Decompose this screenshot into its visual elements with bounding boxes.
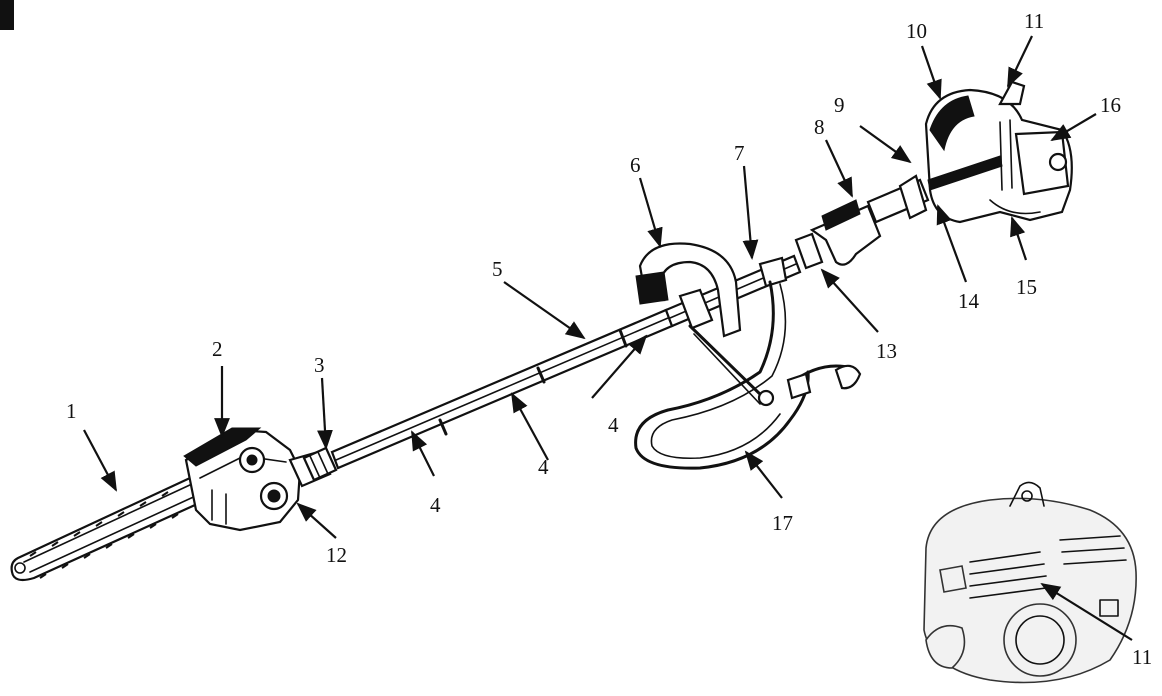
- callout-10: 10: [906, 19, 927, 43]
- cooling-fins: [969, 535, 1127, 599]
- arrow-4d: [591, 334, 648, 399]
- callout-4: 4: [538, 455, 549, 479]
- leader-arrows: [83, 35, 1133, 641]
- arrow-11: [1007, 35, 1033, 88]
- callout-13: 13: [876, 339, 897, 363]
- callout-11-inset: 11: [1132, 645, 1152, 669]
- arrow-10: [920, 45, 942, 100]
- callout-7: 7: [734, 141, 745, 165]
- callout-2: 2: [212, 337, 223, 361]
- callout-16: 16: [1100, 93, 1121, 117]
- arrow-3: [317, 377, 333, 450]
- callout-3: 3: [314, 353, 325, 377]
- callout-12: 12: [326, 543, 347, 567]
- arrow-15: [1010, 216, 1028, 261]
- arrow-5: [503, 281, 586, 340]
- coupling: [302, 446, 338, 482]
- handle-lever: [688, 324, 775, 407]
- arrow-1: [83, 429, 117, 492]
- arrow-13: [820, 268, 879, 333]
- arrow-6: [638, 177, 663, 248]
- callout-9: 9: [834, 93, 845, 117]
- engine-inset: [923, 481, 1137, 684]
- arrow-11-inset: [1040, 582, 1133, 641]
- callout-5: 5: [492, 257, 503, 281]
- callout-8: 8: [814, 115, 825, 139]
- arrow-8: [825, 139, 853, 198]
- arrow-14: [936, 204, 968, 283]
- arrow-12: [296, 502, 337, 539]
- chain-bar: [10, 476, 208, 582]
- front-handle: [635, 242, 742, 338]
- corner-mark: [0, 0, 14, 30]
- arrow-16: [1050, 113, 1097, 142]
- callout-17: 17: [772, 511, 793, 535]
- callout-6: 6: [630, 153, 641, 177]
- arrow-17: [744, 450, 783, 499]
- arrow-4b: [411, 430, 435, 477]
- callout-labels: 1 2 3 4 4 4 4 5 6 7 8 9 10 11 12 13 14 1…: [66, 9, 1152, 669]
- arrow-7: [742, 165, 759, 260]
- chain-teeth: [29, 491, 179, 579]
- callout-1: 1: [66, 399, 77, 423]
- saw-head: [183, 427, 332, 532]
- callout-4: 4: [608, 413, 619, 437]
- callout-4: 4: [430, 493, 441, 517]
- arrow-9: [859, 125, 912, 164]
- callout-14: 14: [958, 289, 980, 313]
- arrow-4c: [511, 392, 549, 461]
- callout-15: 15: [1016, 275, 1037, 299]
- harness-strap: [634, 256, 862, 470]
- callout-11: 11: [1024, 9, 1044, 33]
